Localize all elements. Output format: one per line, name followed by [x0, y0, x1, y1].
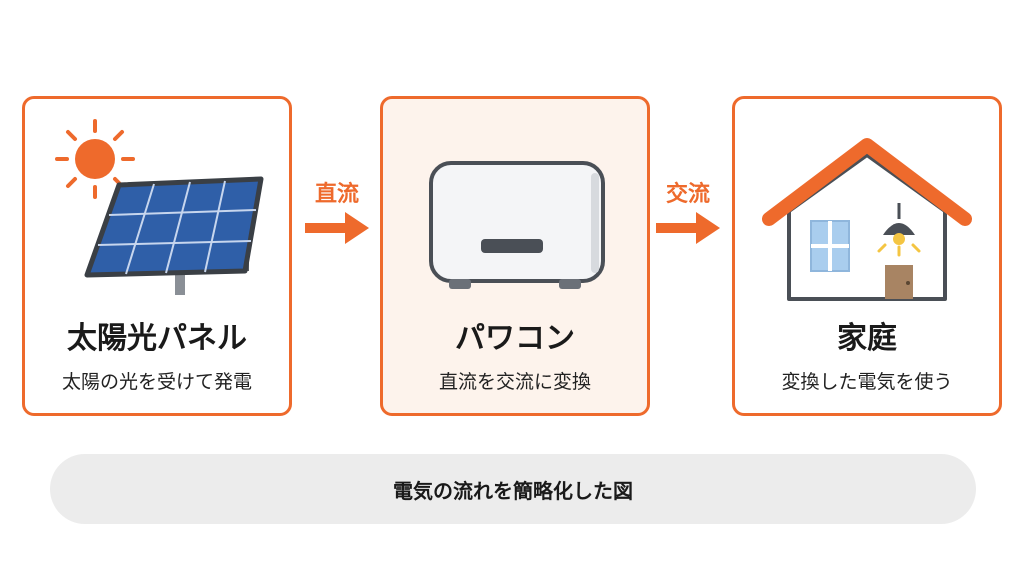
arrow-right-icon [656, 212, 720, 244]
caption-banner: 電気の流れを簡略化した図 [50, 454, 976, 524]
sun-icon [55, 119, 135, 199]
card-title: パワコン [455, 321, 575, 356]
card-title: 太陽光パネル [67, 321, 247, 356]
flow-label: 直流 [314, 182, 359, 207]
flow-dc: 直流 [297, 176, 377, 252]
solar-panel-icon [55, 119, 264, 295]
inverter-icon [429, 161, 605, 289]
card-title: 家庭 [837, 321, 897, 356]
caption-text: 電気の流れを簡略化した図 [393, 478, 633, 503]
card-house: 家庭 変換した電気を使う [732, 96, 1002, 416]
card-description: 変換した電気を使う [781, 371, 953, 393]
card-description: 直流を交流に変換 [438, 371, 591, 393]
card-solar-panel: 太陽光パネル 太陽の光を受けて発電 [22, 96, 292, 416]
flow-label: 交流 [665, 182, 710, 207]
card-inverter: パワコン 直流を交流に変換 [380, 96, 650, 416]
flow-ac: 交流 [648, 176, 728, 252]
card-description: 太陽の光を受けて発電 [61, 371, 252, 393]
house-icon [762, 138, 972, 301]
arrow-right-icon [305, 212, 369, 244]
